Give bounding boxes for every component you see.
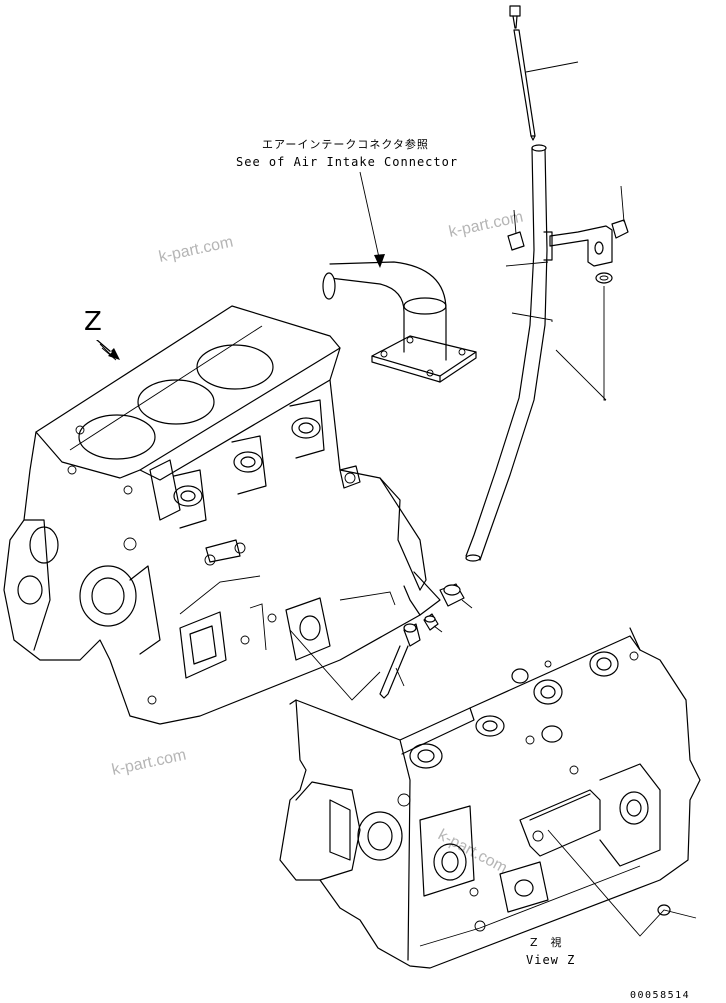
callout-jp-text: エアーインテークコネクタ参照 xyxy=(262,137,429,151)
watermark-1: k-part.com xyxy=(157,234,234,266)
view-caption-jp: Z 視 xyxy=(530,935,563,949)
watermark-3: k-part.com xyxy=(110,747,187,779)
leader-nut xyxy=(461,599,473,609)
tube-fittings xyxy=(379,583,473,699)
leader-sleeve xyxy=(433,625,443,633)
leader-washer xyxy=(603,286,606,401)
leader-plug xyxy=(547,829,697,937)
leader-bolt-left xyxy=(513,209,517,235)
leader-elbow-fitting xyxy=(289,629,381,701)
callout-arrow-head xyxy=(374,254,385,268)
view-marker: Z xyxy=(84,307,102,337)
view-direction-arrow xyxy=(96,340,120,361)
cylinder-block-upper xyxy=(3,305,441,725)
leader-dipstick xyxy=(525,61,579,73)
air-intake-connector xyxy=(322,261,477,383)
leader-tube xyxy=(511,312,553,322)
view-caption-en: View Z xyxy=(526,953,575,967)
leader-connector xyxy=(395,667,405,687)
callout-en-text: See of Air Intake Connector xyxy=(236,155,458,169)
gauge-guide-tube xyxy=(465,144,607,562)
leader-bolt-right xyxy=(620,185,625,223)
callout-arrow-line xyxy=(359,171,381,263)
reference-number: 00058514 xyxy=(630,990,690,1001)
dipstick xyxy=(509,5,579,141)
cylinder-block-lower xyxy=(279,627,701,969)
watermark-2: k-part.com xyxy=(447,209,524,241)
clamp-bracket xyxy=(505,185,629,401)
